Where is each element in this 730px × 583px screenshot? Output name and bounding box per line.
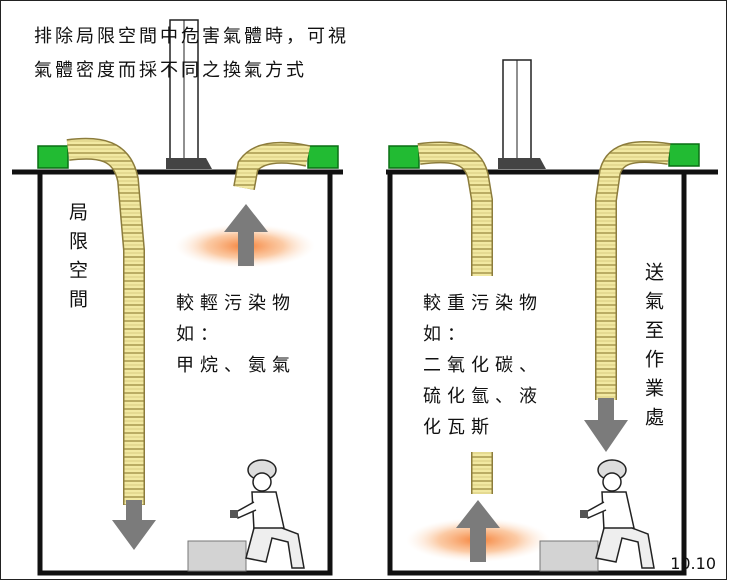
equipment-box-right [539, 540, 599, 572]
heavy-pollutant-line1: 二氧化碳、 [423, 355, 543, 376]
heavy-pollutant-line3: 化瓦斯 [423, 417, 495, 438]
duct-left-exhaust [233, 141, 339, 190]
equipment-box-left [187, 540, 247, 572]
title-line-2: 氣體密度而採不同之換氣方式 [34, 60, 307, 81]
heavy-pollutant-line2: 硫化氫、液 [423, 386, 543, 407]
crouching-worker-right [580, 459, 655, 569]
duct-right-supply [595, 141, 700, 400]
fan-right-supply [668, 143, 700, 167]
supply-air-label: 送氣至作業處 [642, 262, 664, 436]
heavy-pollutant-heading: 較重污染物 [423, 293, 543, 314]
arrow-down-right [584, 398, 628, 452]
standing-worker-legs-right [498, 59, 546, 169]
duct-right-exhaust [388, 141, 493, 494]
crouching-worker-left [230, 459, 305, 569]
standing-worker-legs-left [166, 19, 212, 169]
arrow-down-left [112, 500, 156, 550]
fan-left [37, 145, 69, 169]
pit-walls [37, 172, 687, 576]
title-line-1: 排除局限空間中危害氣體時，可視 [34, 26, 349, 47]
figure-code: 10.10 [670, 554, 716, 573]
arrow-up-left [224, 204, 268, 266]
light-pollutant-heading: 較輕污染物 [176, 293, 296, 314]
fan-right-exhaust [388, 145, 420, 169]
confined-space-label: 局限空間 [66, 202, 88, 318]
light-pollutant-intro: 如： [176, 324, 224, 345]
fan-left-exhaust [307, 145, 339, 169]
heavy-pollutant-intro: 如： [423, 324, 471, 345]
arrow-up-right [456, 500, 500, 562]
duct-left-down [37, 137, 145, 505]
light-pollutant-examples: 甲烷、氨氣 [176, 355, 296, 376]
